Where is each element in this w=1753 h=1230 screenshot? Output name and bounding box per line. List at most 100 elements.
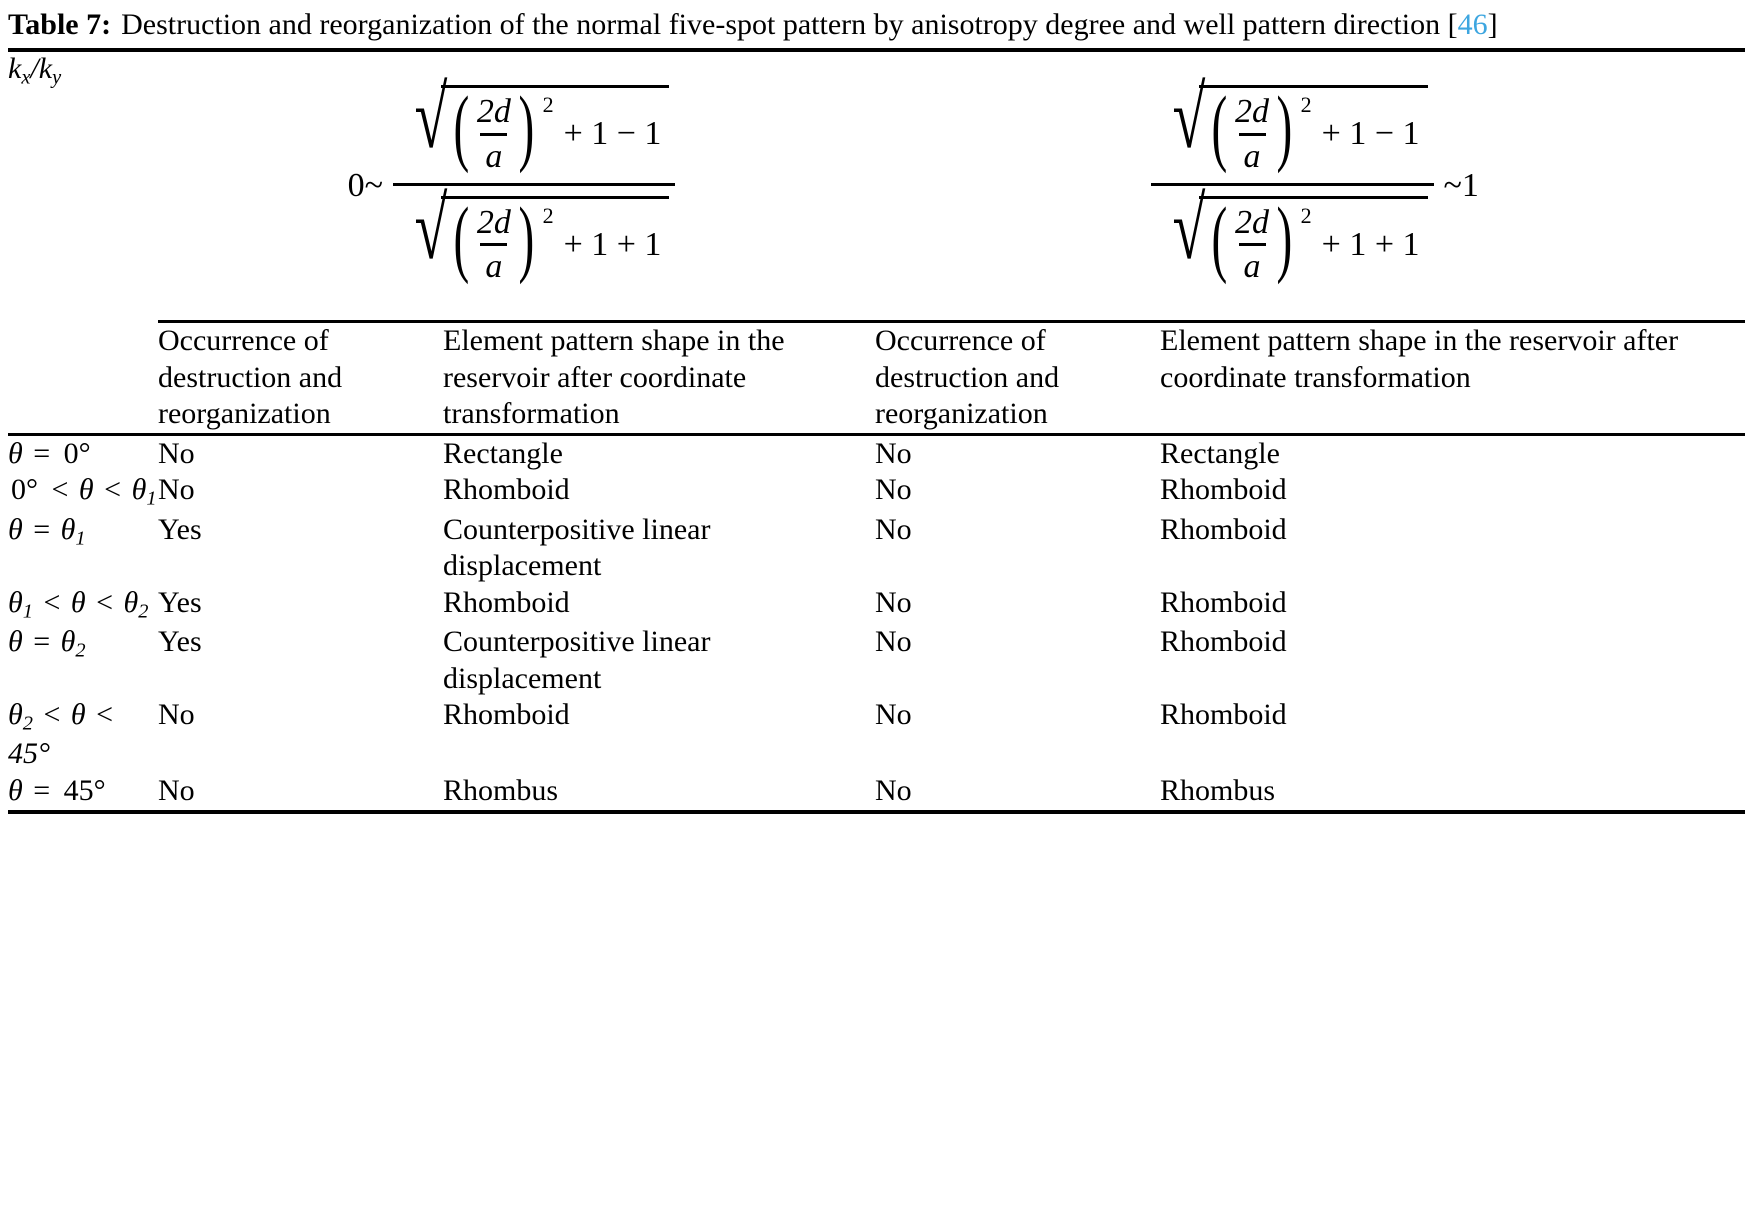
math-token: θ [8,698,23,732]
row-cell-1: Yes [158,625,202,659]
sqrt-numerator-high: √ ( 2d a ) [1157,70,1428,176]
paren-group: ( 2d a ) 2 [1205,188,1312,285]
formula-fraction-low: √ ( 2d a ) [392,70,676,287]
math-token: θ [8,625,23,659]
radicand-high-denominator: ( 2d a ) 2 + 1 + 1 [1199,188,1428,287]
row-cell-2: Rhomboid [443,473,570,507]
math-token: θ [8,774,23,807]
row-condition: θ = 0° [8,434,158,472]
sqrt-denominator-low: √ ( 2d a ) [399,180,670,287]
math-token: = [25,436,58,470]
header-row-formulas: kx/ky 0~ √ ( [8,50,1745,322]
right-paren: ) [1276,78,1293,175]
row-cell-4: Rhomboid [1160,585,1287,619]
math-token: 45° [8,737,50,771]
row-condition: θ = θ2 [8,624,158,697]
table-head: kx/ky 0~ √ ( [8,50,1745,435]
row-condition: θ2 < θ < 45° [8,697,158,773]
radicand-low-numerator: ( 2d a ) 2 + 1 − 1 [441,78,670,176]
k-subscript-x: x [21,66,31,89]
exponent: 2 [1300,202,1312,228]
row-cell-4: Rhomboid [1160,625,1287,659]
radicand-low-denominator: ( 2d a ) 2 + 1 + 1 [441,188,670,287]
math-subscript: 1 [75,526,86,549]
radical-sign-icon: √ [1172,180,1206,278]
row-cell-2: Rhombus [443,774,559,807]
row-cell-3: No [875,512,912,546]
radical-sign-icon: √ [1172,70,1206,168]
math-subscript: 1 [146,487,157,510]
formula-denominator-high: √ ( 2d a ) [1151,180,1434,287]
left-paren: ( [453,78,470,175]
sqrt-numerator-low: √ ( 2d a ) [399,70,670,176]
inner-numerator: 2d [1235,93,1270,131]
radicand-terms: + 1 − 1 [563,115,662,153]
row-cell-3: No [875,774,912,807]
math-token: θ [8,585,23,619]
math-token: θ [70,585,86,619]
caption-label: Table 7: [8,8,112,41]
caption-citation-link[interactable]: 46 [1457,8,1488,41]
corner-header-kx-ky: kx/ky [8,50,158,322]
math-token: = [25,774,58,807]
k-subscript-y: y [52,66,62,89]
math-token: 0° [11,473,38,507]
formula-numerator-low: √ ( 2d a ) [393,70,675,182]
row-cell-3: No [875,625,912,659]
inner-fraction: 2d a [1230,94,1274,174]
math-token: = [25,512,58,546]
math-token: < [35,698,68,732]
formula-denominator-low: √ ( 2d a ) [392,180,676,287]
inner-denominator: a [1238,132,1266,175]
math-token: < [96,473,129,507]
inner-denominator: a [480,132,508,175]
column-header-occurrence-1: Occurrence of destruction and reorganiza… [158,320,443,435]
math-subscript: 2 [22,712,33,735]
row-condition: θ1 < θ < θ2 [8,585,158,624]
row-cell-4: Rectangle [1160,436,1280,470]
formula-fraction-high: √ ( 2d a ) [1151,70,1434,287]
math-subscript: 2 [138,600,149,623]
math-subscript: 1 [22,600,33,623]
data-table: kx/ky 0~ √ ( [8,48,1745,814]
radical-sign-icon: √ [414,70,448,168]
row-cell-4: Rhomboid [1160,512,1287,546]
caption-text: Destruction and reorganization of the no… [121,8,1441,41]
left-paren: ( [453,188,470,285]
row-cell-3: No [875,436,912,470]
radicand-terms: + 1 + 1 [563,225,662,263]
caption-citation-bracket-close: ] [1487,8,1498,41]
math-token: θ [60,512,76,546]
inner-denominator: a [1238,243,1266,285]
column-header-spacer [8,322,158,435]
k-symbol-1: k [8,52,22,86]
radicand-terms: + 1 − 1 [1321,115,1420,153]
k-slash: / [30,52,39,86]
row-cell-2: Counterpositive linear displacement [443,625,711,695]
math-token: θ [123,585,139,619]
inner-fraction: 2d a [1230,203,1274,285]
formula-lead-low: 0~ [347,167,383,205]
radicand-terms: + 1 + 1 [1321,225,1420,263]
column-header-shape-1: Element pattern shape in the reservoir a… [443,320,875,435]
row-cell-3: No [875,698,912,732]
math-token: θ [78,473,94,507]
right-paren: ) [1276,188,1293,285]
math-token: < [88,585,121,619]
row-cell-3: No [875,585,912,619]
radical-sign-icon: √ [414,180,448,278]
inner-numerator: 2d [1235,203,1270,241]
inner-denominator: a [480,243,508,285]
left-paren: ( [1211,78,1228,175]
row-cell-1: Yes [158,512,202,546]
column-header-shape-2: Element pattern shape in the reservoir a… [1160,320,1745,435]
math-token: = [25,625,58,659]
group-header-high-anisotropy: √ ( 2d a ) [875,50,1745,322]
